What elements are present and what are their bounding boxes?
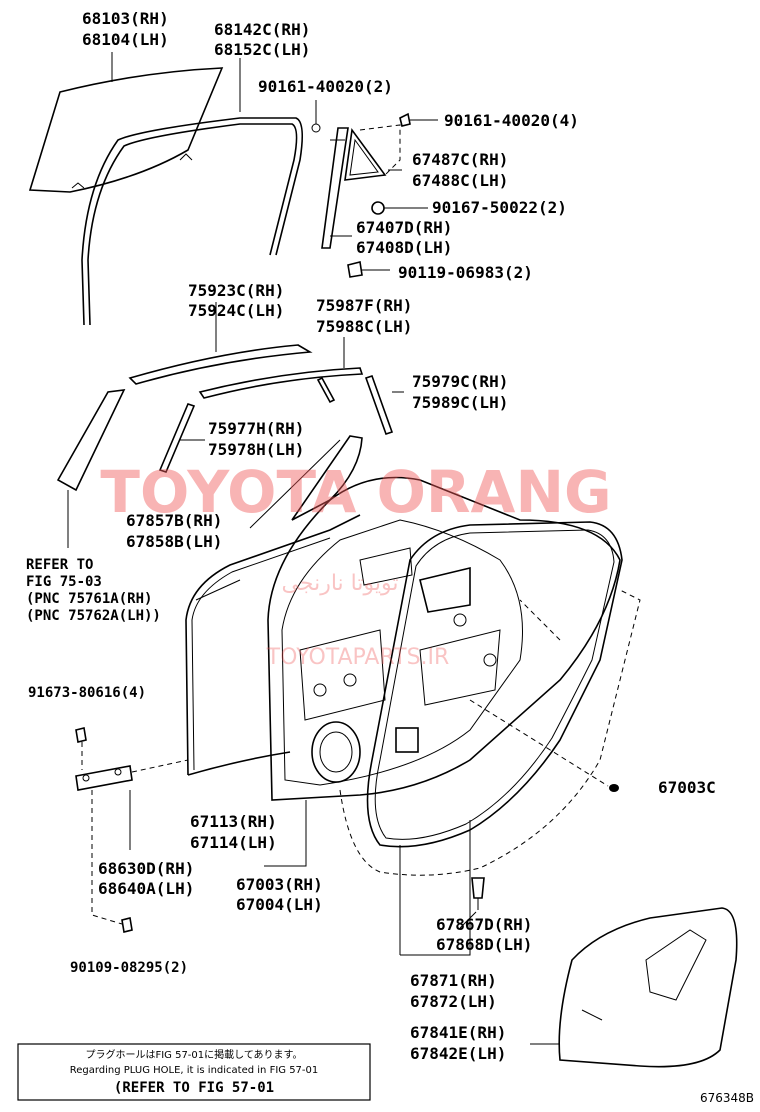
label-67842e: 67842E(LH)	[410, 1044, 506, 1063]
label-67858b: 67858B(LH)	[126, 532, 222, 551]
label-67841e: 67841E(RH)	[410, 1023, 506, 1042]
label-67871: 67871(RH)	[410, 971, 497, 990]
label-67004: 67004(LH)	[236, 895, 323, 914]
watermark: TOYOTA ORANG تویوتا نارنجی TOYOTAPARTS.I…	[100, 458, 611, 670]
pillar-garnish	[56, 389, 126, 492]
bolt-90119	[347, 261, 390, 278]
leader-lines	[67, 52, 560, 1045]
refer-line-1: REFER TO	[26, 557, 93, 573]
label-91673: 91673-80616(4)	[28, 685, 146, 701]
refer-line-3: (PNC 75761A(RH)	[26, 591, 152, 607]
label-67114: 67114(LH)	[190, 833, 277, 852]
label-90167: 90167-50022(2)	[432, 198, 567, 217]
label-67488c: 67488C(LH)	[412, 171, 508, 190]
refer-line-2: FIG 75-03	[26, 574, 102, 590]
label-68104: 68104(LH)	[82, 30, 169, 49]
bolt-90109	[91, 790, 133, 933]
label-68142c: 68142C(RH)	[214, 20, 310, 39]
note-refer: (REFER TO FIG 57-01	[114, 1080, 274, 1096]
label-68152c: 68152C(LH)	[214, 40, 310, 59]
label-67407d: 67407D(RH)	[356, 218, 452, 237]
bolt-90161-top	[311, 100, 321, 133]
label-75977h: 75977H(RH)	[208, 419, 304, 438]
bolt-90161-right	[399, 112, 438, 127]
label-67408d: 67408D(LH)	[356, 238, 452, 257]
clip-67867d	[471, 877, 485, 910]
label-75987f: 75987F(RH)	[316, 296, 412, 315]
label-75979c: 75979C(RH)	[412, 372, 508, 391]
door-glass	[28, 67, 224, 193]
refer-line-4: (PNC 75762A(LH))	[26, 608, 161, 624]
bolt-91673	[75, 727, 87, 770]
label-67867d: 67867D(RH)	[436, 915, 532, 934]
label-67872: 67872(LH)	[410, 992, 497, 1011]
label-67113: 67113(RH)	[190, 812, 277, 831]
label-68630d: 68630D(RH)	[98, 859, 194, 878]
service-hole-cover	[558, 907, 738, 1068]
door-outer-panel	[185, 514, 361, 776]
watermark-sub: TOYOTAPARTS.IR	[266, 645, 450, 670]
watermark-persian: تویوتا نارنجی	[282, 571, 399, 596]
watermark-main: TOYOTA ORANG	[100, 458, 611, 526]
clip-67003c	[469, 699, 619, 792]
label-75924c: 75924C(LH)	[188, 301, 284, 320]
note-english: Regarding PLUG HOLE, it is indicated in …	[70, 1065, 319, 1076]
door-check	[75, 759, 189, 791]
frame-moulding-rear	[364, 374, 394, 436]
quarter-window-glass	[344, 124, 401, 181]
label-90109: 90109-08295(2)	[70, 960, 188, 976]
nut-90167	[371, 201, 428, 215]
part-labels: 68103(RH) 68104(LH) 68142C(RH) 68152C(LH…	[26, 9, 716, 1063]
weatherstrip-dashed-outline	[339, 589, 641, 876]
figure-code: 676348B	[700, 1091, 754, 1105]
door-inner-panel	[267, 476, 621, 801]
label-67487c: 67487C(RH)	[412, 150, 508, 169]
label-75923c: 75923C(RH)	[188, 281, 284, 300]
label-90161-4: 90161-40020(4)	[444, 111, 579, 130]
label-67868d: 67868D(LH)	[436, 935, 532, 954]
door-weatherstrip	[366, 521, 623, 848]
label-75989c: 75989C(LH)	[412, 393, 508, 412]
frame-moulding-upper	[198, 367, 364, 404]
belt-moulding-outer	[128, 344, 313, 385]
label-68103: 68103(RH)	[82, 9, 169, 28]
division-bar	[321, 127, 349, 249]
label-67003: 67003(RH)	[236, 875, 323, 894]
label-67857b: 67857B(RH)	[126, 511, 222, 530]
label-75988c: 75988C(LH)	[316, 317, 412, 336]
pillar-moulding-front	[158, 403, 196, 473]
label-68640a: 68640A(LH)	[98, 879, 194, 898]
label-75978h: 75978H(LH)	[208, 440, 304, 459]
label-90161-2: 90161-40020(2)	[258, 77, 393, 96]
label-67003c: 67003C	[658, 778, 716, 797]
plug-hole-note: プラグホールはFIG 57-01に掲載してあります。 Regarding PLU…	[17, 1043, 371, 1101]
label-90119: 90119-06983(2)	[398, 263, 533, 282]
note-japanese: プラグホールはFIG 57-01に掲載してあります。	[85, 1048, 302, 1061]
glass-run-channel	[81, 117, 304, 326]
